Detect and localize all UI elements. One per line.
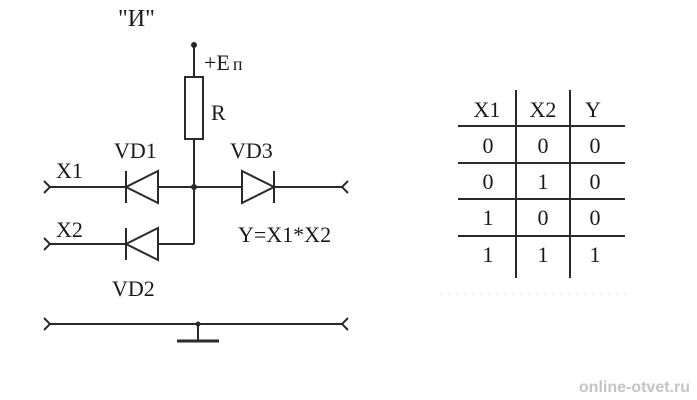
svg-text:1: 1: [483, 242, 494, 267]
watermark: online-otvet.ru: [579, 379, 690, 396]
table-row: 0 1 0: [483, 169, 601, 194]
supply-terminal: [191, 42, 197, 77]
svg-text:1: 1: [590, 242, 601, 267]
svg-text:0: 0: [590, 169, 601, 194]
table-row: 1 1 1: [483, 242, 601, 267]
svg-text:0: 0: [590, 205, 601, 230]
input-x1-label: X1: [56, 158, 83, 183]
resistor-r: [184, 76, 204, 140]
diode-vd1-label: VD1: [114, 138, 157, 163]
header-x1: X1: [474, 97, 501, 122]
x2-wire: [43, 237, 194, 251]
header-y: Y: [585, 97, 601, 122]
svg-text:1: 1: [538, 169, 549, 194]
diode-vd2-label: VD2: [112, 276, 155, 301]
diode-vd3-label: VD3: [230, 138, 273, 163]
header-x2: X2: [530, 97, 557, 122]
table-row: 0 0 0: [483, 133, 601, 158]
resistor-label: R: [211, 100, 226, 125]
gate-title: "И": [118, 6, 155, 32]
table-row: 1 0 0: [483, 205, 601, 230]
svg-text:0: 0: [483, 169, 494, 194]
svg-text:0: 0: [538, 205, 549, 230]
output-formula: Y=X1*X2: [238, 222, 331, 247]
svg-text:0: 0: [590, 133, 601, 158]
truth-table-grid: [458, 90, 625, 278]
truth-table-header: X1 X2 Y: [474, 97, 602, 122]
input-x2-label: X2: [56, 217, 83, 242]
diode-vd2: [123, 226, 159, 262]
svg-text:0: 0: [538, 133, 549, 158]
svg-text:1: 1: [538, 242, 549, 267]
svg-text:0: 0: [483, 133, 494, 158]
diode-vd1: [123, 169, 159, 205]
ground-wire: [43, 317, 349, 343]
diode-vd3: [241, 169, 277, 205]
svg-text:1: 1: [483, 205, 494, 230]
x1-wire: [43, 180, 349, 194]
